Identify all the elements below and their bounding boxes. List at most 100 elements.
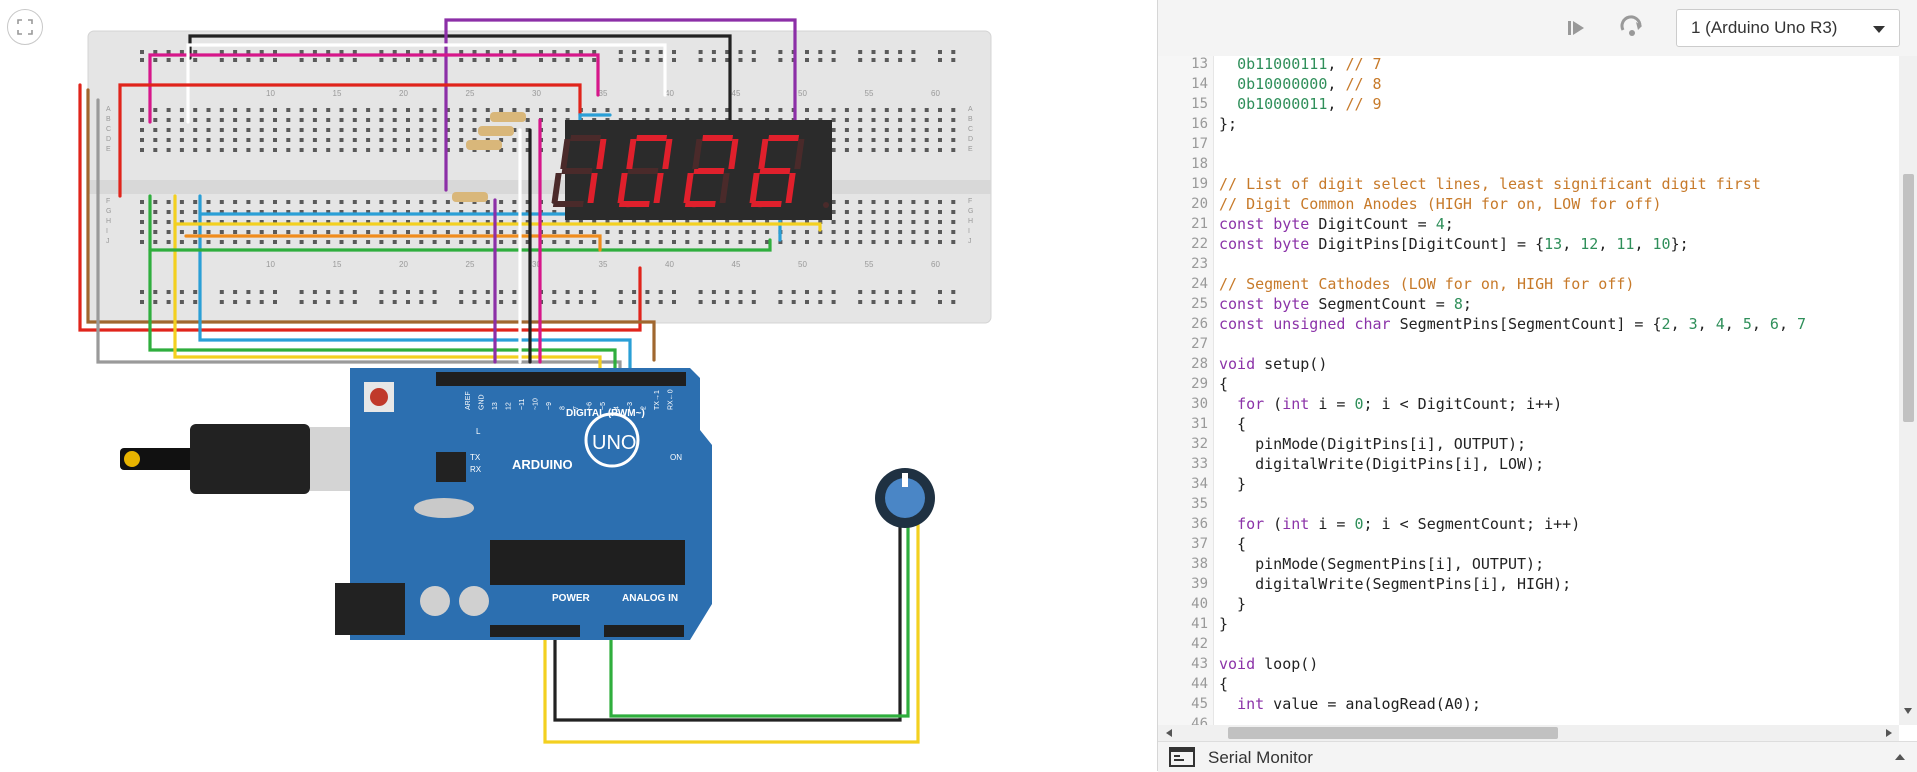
wire-red-loop[interactable] [78,83,642,332]
wire-brown[interactable] [86,88,656,362]
code-line: const byte SegmentCount = 8; [1219,295,1472,313]
debugger-icon[interactable] [1618,14,1646,42]
wire-green[interactable] [148,194,617,382]
display-digits [551,135,829,208]
wire-purple[interactable] [444,18,797,192]
line-number: 40 [1191,596,1208,612]
code-line: }; [1219,115,1238,133]
code-line: digitalWrite(DigitPins[i], LOW); [1219,455,1545,473]
breadboard-column-number: 15 [333,89,342,98]
breadboard-column-number: 60 [931,89,940,98]
scrollbar-thumb[interactable] [1903,174,1914,422]
wire-green-short[interactable] [148,238,772,252]
code-line: } [1219,475,1247,493]
line-number: 20 [1191,196,1208,212]
line-number: 23 [1191,256,1208,272]
breadboard-column-number: 55 [865,89,874,98]
usb-chip [436,452,466,482]
breadboard-row-letter: H [106,218,111,225]
board-select[interactable]: 1 (Arduino Uno R3) [1676,9,1900,47]
breadboard-row-letter: D [968,136,973,143]
segment [626,139,637,169]
segment [684,201,716,207]
wires[interactable] [78,18,920,744]
resistor[interactable] [452,192,488,202]
usb-plug-icon [190,424,310,494]
wire-orange[interactable] [184,234,602,252]
resistor[interactable] [478,126,514,136]
chevron-up-icon[interactable] [1895,754,1905,760]
line-number: 46 [1191,716,1208,725]
line-number: 44 [1191,676,1208,692]
wire-blue-long[interactable] [198,194,632,382]
scrollbar-thumb[interactable] [1228,727,1558,739]
segment [794,139,805,169]
wire-pot-power[interactable] [543,518,920,744]
breadboard-column-number: 30 [532,260,541,269]
segment [702,135,734,141]
power-jack [335,583,405,635]
breadboard-row-letter: J [106,238,110,245]
digital-pin-label: ~10 [533,398,540,410]
breadboard-column-number: 20 [399,89,408,98]
step-forward-icon[interactable] [1562,14,1590,42]
wire-pot-ground[interactable] [553,518,902,722]
scroll-down-icon[interactable] [1904,708,1912,714]
wire-black[interactable] [188,34,732,126]
scroll-left-icon[interactable] [1166,729,1172,737]
line-number: 34 [1191,476,1208,492]
fullscreen-button[interactable] [7,9,43,45]
line-number: 35 [1191,496,1208,512]
digital-pin-label: 4 [614,406,621,410]
digital-pin-label: ~5 [600,402,607,410]
breadboard-column-number: 10 [266,260,275,269]
segment [552,201,584,207]
wire-red-top[interactable] [118,83,582,198]
resistor[interactable] [490,112,526,122]
tx-label: TX [470,453,481,462]
breadboard-column-number: 25 [466,260,475,269]
arduino-board[interactable]: ARDUINO UNO DIGITAL (PWM~) POWER ANALOG … [335,368,712,640]
serial-monitor-icon [1169,747,1195,767]
segment [561,168,593,174]
breadboard-column-number: 50 [798,89,807,98]
code-line: const byte DigitCount = 4; [1219,215,1454,233]
wire-yellow-short[interactable] [173,222,822,232]
code-line: { [1219,415,1247,433]
line-number: 13 [1191,56,1208,72]
editor-horizontal-scrollbar[interactable] [1158,725,1899,741]
digital-pin-label: 7 [573,406,580,410]
breadboard-column-number: 10 [266,89,275,98]
breadboard-row-letter: E [968,146,973,153]
segment [785,173,796,203]
segment [693,168,725,174]
on-label: ON [670,453,682,462]
analog-header [604,625,684,637]
wire-magenta[interactable] [148,53,600,124]
serial-monitor-bar[interactable]: Serial Monitor [1158,741,1917,772]
panel-divider[interactable] [1157,0,1158,771]
breadboard-row-letter: I [106,228,108,235]
breadboard-row-letter: A [106,106,111,113]
code-line: // Digit Common Anodes (HIGH for on, LOW… [1219,195,1662,213]
resistors[interactable] [452,112,526,202]
segment [728,139,739,169]
breadboard-column-number: 25 [466,89,475,98]
digital-pin-label: GND [479,394,486,410]
code-line: for (int i = 0; i < SegmentCount; i++) [1237,515,1581,533]
scroll-right-icon[interactable] [1886,729,1892,737]
wire-blue-display[interactable] [578,113,612,122]
breadboard-column-number: 35 [599,89,608,98]
resistor[interactable] [466,140,502,150]
segment [759,168,791,174]
potentiometer[interactable] [875,468,935,528]
arduino-model: UNO [592,432,636,454]
wire-pot-signal[interactable] [609,518,910,718]
potentiometer-knob-icon[interactable] [885,478,925,518]
segment [749,173,760,203]
editor-vertical-scrollbar[interactable] [1899,56,1917,725]
power-header [490,625,580,637]
